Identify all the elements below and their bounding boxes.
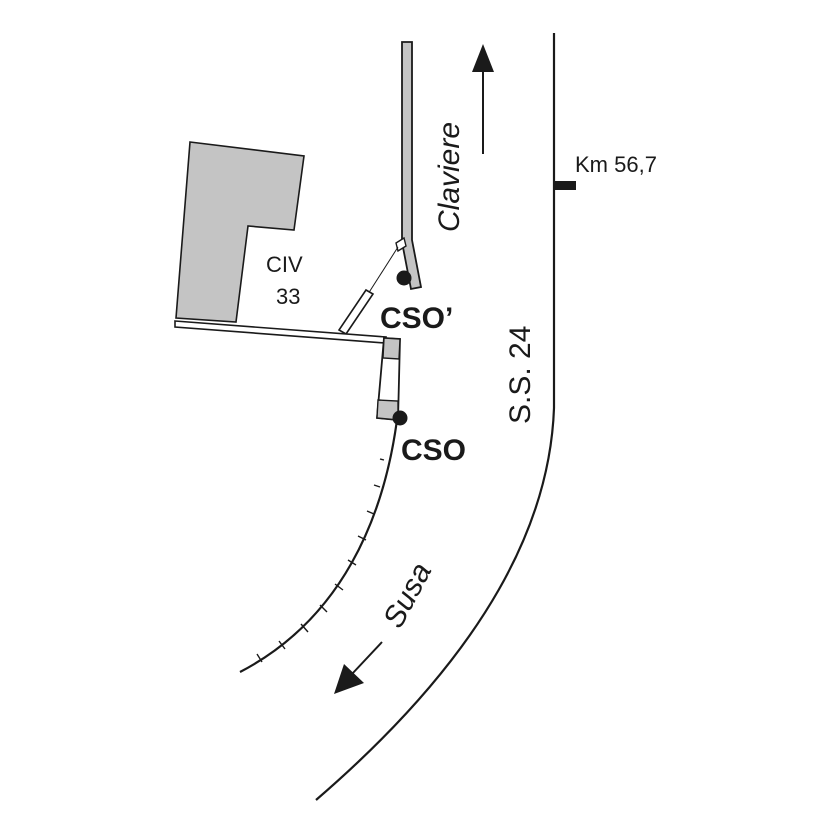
label-building-line2: 33: [276, 284, 300, 309]
arrow-south-icon: [334, 641, 383, 694]
label-claviere: Claviere: [433, 122, 466, 232]
label-building-line1: CIV: [266, 252, 303, 277]
building-civ33: [175, 141, 305, 323]
label-km: Km 56,7: [575, 152, 657, 177]
label-road: S.S. 24: [504, 326, 537, 424]
label-site-upper: CSO’: [380, 302, 453, 335]
road-west-edge: [239, 411, 400, 673]
label-site-lower: CSO: [401, 434, 466, 467]
arrow-north-icon: [472, 44, 494, 154]
label-susa: Susa: [377, 557, 438, 633]
barrier-strip: [401, 41, 423, 291]
site-point-lower: [392, 410, 408, 426]
diagonal-lane: [337, 288, 375, 336]
km-marker-tick: [554, 181, 576, 190]
connector-line: [367, 246, 399, 295]
site-structure: [376, 337, 401, 421]
embankment-ticks: [256, 458, 385, 663]
site-point-upper: [396, 270, 412, 286]
horizontal-lane: [174, 320, 387, 344]
road-east-edge: [315, 33, 556, 801]
